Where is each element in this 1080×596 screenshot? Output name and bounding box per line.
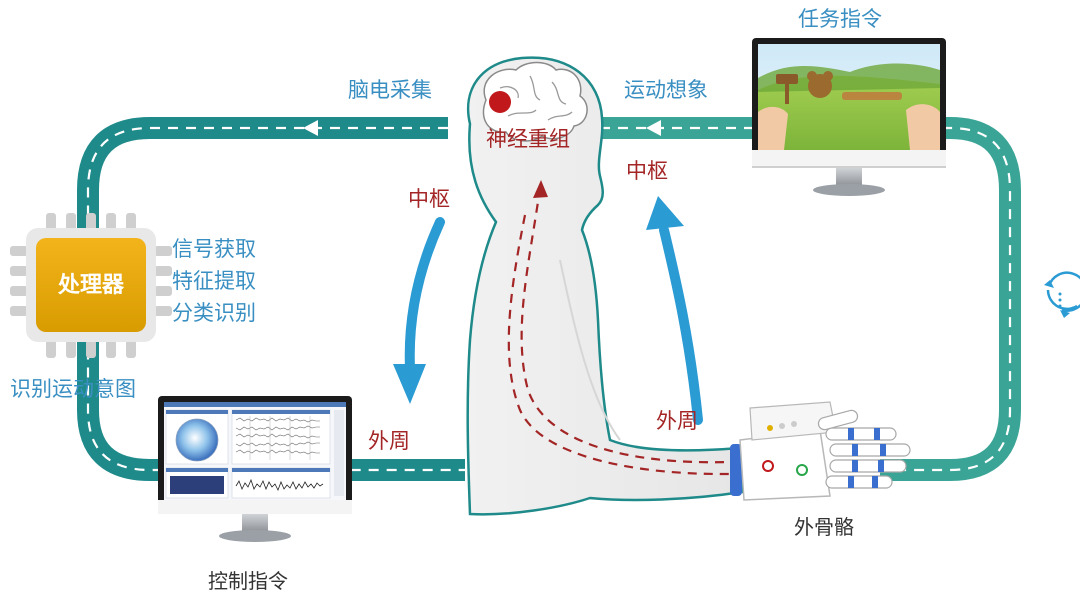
cycle-icon [1044, 271, 1080, 318]
central-label-left: 中枢 [408, 187, 450, 211]
body-silhouette [466, 56, 744, 516]
task-command-label: 任务指令 [798, 7, 882, 31]
peripheral-label-arm: 外周 [656, 409, 698, 433]
feature-extraction-label: 特征提取 [172, 269, 256, 293]
eeg-monitor-icon [158, 396, 352, 542]
classification-label: 分类识别 [172, 301, 256, 325]
neural-reorganization-label: 神经重组 [486, 127, 570, 151]
exoskeleton-label: 外骨骼 [794, 515, 854, 539]
processor-label: 处理器 [57, 272, 125, 298]
central-down-arrow [393, 217, 445, 404]
human-body: 神经重组 [466, 56, 744, 516]
track-arrow-right [646, 120, 661, 136]
control-command-label: 控制指令 [208, 569, 288, 593]
exoskeleton-hand-icon [730, 401, 911, 501]
eeg-acquisition-label: 脑电采集 [348, 78, 432, 102]
central-up-arrow [646, 196, 703, 425]
neural-pathway-outer [520, 187, 731, 464]
signal-acquisition-label: 信号获取 [172, 237, 256, 261]
central-label-right: 中枢 [626, 159, 668, 183]
neural-pathway-inner [507, 214, 731, 476]
brain-icon [482, 61, 588, 142]
track-arrow-left [303, 120, 318, 136]
motor-imagery-label: 运动想象 [624, 78, 708, 102]
game-monitor-icon [752, 38, 946, 196]
identify-motion-intent-label: 识别运动意图 [10, 377, 136, 401]
brain-activation-dot [489, 91, 511, 113]
chip-icon [10, 213, 172, 358]
arm-outline [559, 259, 621, 441]
loop-track-right-dashes [600, 126, 1012, 472]
neural-pathway-arrowhead [533, 180, 548, 198]
peripheral-label-left: 外周 [368, 429, 410, 453]
